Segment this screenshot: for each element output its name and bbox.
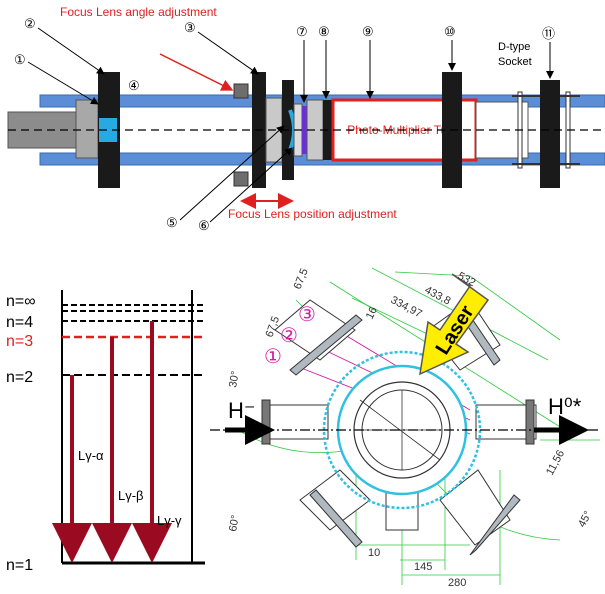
position-adjust-label: Focus Lens position adjustment xyxy=(228,207,397,221)
num-11: ⑪ xyxy=(542,26,555,41)
level-3-label: n=3 xyxy=(6,333,33,350)
num-6: ⑥ xyxy=(198,218,210,233)
energy-level-diagram: n=∞ n=4 n=3 n=2 n=1 Lγ-α Lγ-β Lγ-γ xyxy=(6,290,205,574)
dsocket-label-1: D-type xyxy=(498,41,530,53)
dim-16: 16 xyxy=(364,305,380,321)
angle-adjust-arrow xyxy=(159,53,234,91)
level-2-label: n=2 xyxy=(6,369,33,386)
h-minus-label: H⁻ xyxy=(228,398,256,423)
num-5-arrow xyxy=(179,125,285,221)
port-block-left xyxy=(261,399,271,445)
num-6-arrow xyxy=(209,147,293,223)
num-2-arrow xyxy=(37,27,105,75)
num-5: ⑤ xyxy=(166,215,178,230)
circled-1: ① xyxy=(264,346,282,368)
dim-11-56: 11,56 xyxy=(544,448,567,477)
transition-beta-label: Lγ-β xyxy=(118,488,144,503)
level-4-label: n=4 xyxy=(6,314,33,331)
circled-3: ③ xyxy=(298,304,316,326)
num-3: ③ xyxy=(184,20,196,35)
dim-532: 532 xyxy=(456,270,478,289)
angle-45: 45° xyxy=(576,509,594,529)
shaft-block xyxy=(75,99,99,159)
level-inf-label: n=∞ xyxy=(6,293,36,310)
angle-30: 30° xyxy=(227,370,242,388)
dim-145: 145 xyxy=(414,561,432,573)
dim-433-8: 433,8 xyxy=(423,284,453,308)
transition-gamma-label: Lγ-γ xyxy=(157,513,182,528)
angle-screw-upper xyxy=(233,83,249,99)
num-1: ① xyxy=(14,52,26,67)
angle-screw-lower xyxy=(233,171,249,187)
angle-60: 60° xyxy=(227,514,242,532)
h0-label: H⁰* xyxy=(548,394,582,419)
dim-280: 280 xyxy=(448,577,466,589)
filter-7 xyxy=(302,106,307,154)
dim-67-5-top: 67,5 xyxy=(292,267,311,291)
port-block-right xyxy=(525,399,535,445)
num-3-arrow xyxy=(197,31,259,75)
dim-334-97: 334,97 xyxy=(389,294,424,320)
chamber-drawing: H⁻ H⁰* Laser ① ② ③ 67,5 67,5 433,8 334,9… xyxy=(210,267,600,589)
num-9: ⑨ xyxy=(362,24,374,39)
transition-alpha-label: Lγ-α xyxy=(78,448,104,463)
dsocket-label-2: Socket xyxy=(498,56,532,68)
num-10: ⑩ xyxy=(444,24,456,39)
detector-assembly: Photo-Multiplier Tube xyxy=(7,72,605,188)
angle-adjust-label: Focus Lens angle adjustment xyxy=(60,5,217,19)
num-4: ④ xyxy=(128,78,140,93)
level-1-label: n=1 xyxy=(6,557,33,574)
num-8: ⑧ xyxy=(318,24,330,39)
dim-10: 10 xyxy=(368,547,380,559)
circled-2: ② xyxy=(280,325,298,347)
num-2: ② xyxy=(24,16,36,31)
num-1-arrow xyxy=(27,61,99,105)
cyan-window xyxy=(99,118,117,142)
top-annotations: Focus Lens angle adjustment Focus Lens p… xyxy=(14,5,555,233)
flange-11 xyxy=(540,80,560,188)
num-7: ⑦ xyxy=(296,24,308,39)
